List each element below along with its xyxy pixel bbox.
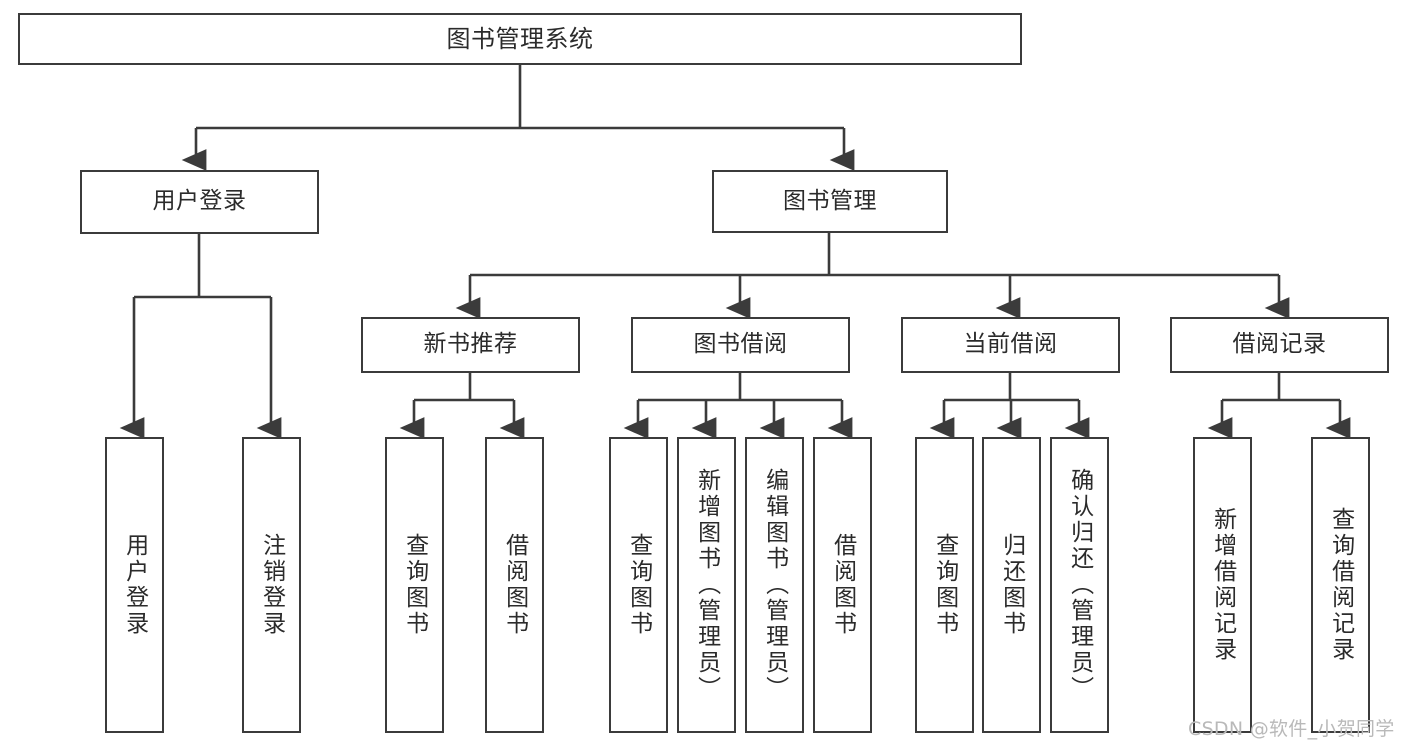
node-label: 借阅图书 bbox=[829, 533, 856, 637]
node-new-book-recommend[interactable]: 新书推荐 bbox=[361, 317, 580, 373]
node-label: 新增借阅记录 bbox=[1209, 507, 1236, 663]
node-leaf-borrow-book-2[interactable]: 借阅图书 bbox=[813, 437, 872, 733]
csdn-watermark: CSDN @软件_小贺同学 bbox=[1188, 718, 1395, 740]
node-leaf-confirm-return[interactable]: 确认归还（管理员） bbox=[1050, 437, 1109, 733]
node-leaf-user-login[interactable]: 用户登录 bbox=[105, 437, 164, 733]
node-borrow-record[interactable]: 借阅记录 bbox=[1170, 317, 1389, 373]
node-current-borrow[interactable]: 当前借阅 bbox=[901, 317, 1120, 373]
node-label: 新书推荐 bbox=[423, 331, 518, 358]
node-leaf-borrow-book-1[interactable]: 借阅图书 bbox=[485, 437, 544, 733]
node-label: 图书借阅 bbox=[693, 331, 788, 358]
node-label: 图书管理 bbox=[783, 187, 877, 214]
node-leaf-query-book-2[interactable]: 查询图书 bbox=[609, 437, 668, 733]
node-label: 借阅记录 bbox=[1232, 331, 1327, 358]
node-leaf-edit-book[interactable]: 编辑图书（管理员） bbox=[745, 437, 804, 733]
node-leaf-add-book[interactable]: 新增图书（管理员） bbox=[677, 437, 736, 733]
node-leaf-return-book[interactable]: 归还图书 bbox=[982, 437, 1041, 733]
node-label: 编辑图书（管理员） bbox=[761, 468, 788, 702]
node-label: 查询借阅记录 bbox=[1327, 507, 1354, 663]
node-label: 确认归还（管理员） bbox=[1066, 468, 1093, 702]
node-book-management[interactable]: 图书管理 bbox=[712, 170, 948, 233]
node-label: 当前借阅 bbox=[963, 331, 1058, 358]
node-label: 查询图书 bbox=[931, 533, 958, 637]
node-leaf-query-book-3[interactable]: 查询图书 bbox=[915, 437, 974, 733]
node-label: 查询图书 bbox=[625, 533, 652, 637]
node-label: 用户登录 bbox=[121, 533, 148, 637]
node-root-book-management-system[interactable]: 图书管理系统 bbox=[18, 13, 1022, 65]
node-label: 用户登录 bbox=[152, 188, 247, 215]
node-leaf-add-record[interactable]: 新增借阅记录 bbox=[1193, 437, 1252, 733]
node-label: 图书管理系统 bbox=[446, 24, 594, 53]
node-leaf-logout-login[interactable]: 注销登录 bbox=[242, 437, 301, 733]
node-label: 查询图书 bbox=[401, 533, 428, 637]
node-book-borrow[interactable]: 图书借阅 bbox=[631, 317, 850, 373]
node-user-login[interactable]: 用户登录 bbox=[80, 170, 319, 234]
node-label: 新增图书（管理员） bbox=[693, 468, 720, 702]
node-leaf-query-record[interactable]: 查询借阅记录 bbox=[1311, 437, 1370, 733]
node-label: 注销登录 bbox=[258, 533, 285, 637]
node-leaf-query-book-1[interactable]: 查询图书 bbox=[385, 437, 444, 733]
node-label: 归还图书 bbox=[998, 533, 1025, 637]
node-label: 借阅图书 bbox=[501, 533, 528, 637]
